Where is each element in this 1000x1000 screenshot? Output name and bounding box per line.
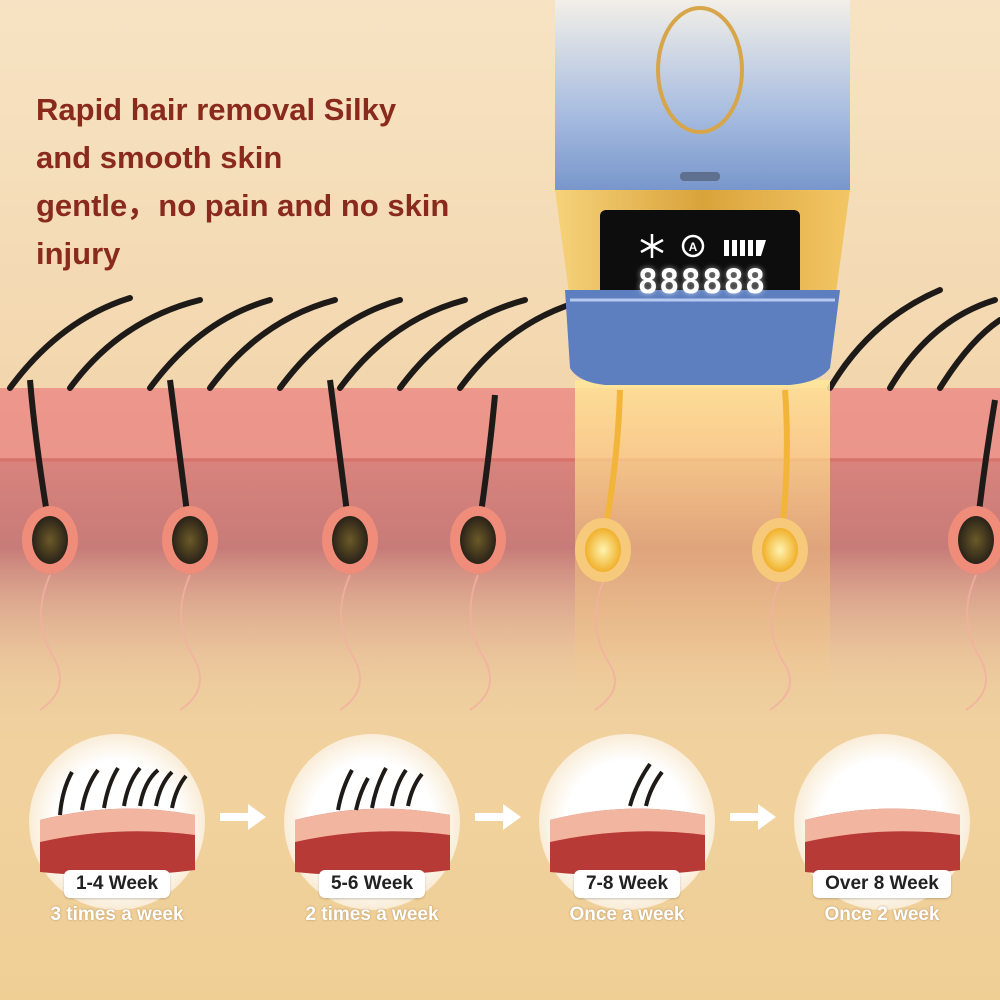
stage-period-badge: 5-6 Week [318, 870, 426, 898]
skin-surface [0, 388, 1000, 458]
stage-3: 7-8 Week Once a week [537, 752, 717, 926]
device-button-oval [656, 6, 744, 134]
surface-hairs [7, 287, 1000, 391]
stage-3-illustration [539, 734, 715, 910]
headline-line-1: Rapid hair removal Silky [36, 92, 397, 127]
stage-4: Over 8 Week Once 2 week [792, 752, 972, 926]
stage-frequency: 2 times a week [305, 904, 439, 925]
stage-1: 1-4 Week 3 times a week [27, 752, 207, 926]
headline-line-2: and smooth skin [36, 140, 283, 175]
stage-frequency: 3 times a week [50, 904, 184, 925]
nerve-lines [39, 574, 987, 711]
stage-frequency: Once a week [569, 904, 685, 925]
snowflake-icon [640, 234, 664, 258]
svg-text:A: A [689, 240, 698, 254]
headline-line-4: injury [36, 236, 121, 271]
stage-2-illustration [284, 734, 460, 910]
stage-period-badge: 1-4 Week [63, 870, 171, 898]
stage-period-badge: 7-8 Week [573, 870, 681, 898]
headline-line-3: gentle，no pain and no skin [36, 188, 450, 223]
hair-follicles [22, 379, 1000, 582]
headline: Rapid hair removal Silky and smooth skin… [36, 86, 556, 278]
ipl-device [555, 0, 850, 385]
progress-illustrations [29, 734, 970, 910]
arrow-right-icon [220, 804, 266, 830]
arrow-right-icon [730, 804, 776, 830]
auto-mode-icon: A [681, 234, 705, 258]
device-indicator-slot [680, 172, 720, 181]
energy-level-icon [724, 240, 766, 256]
stage-2: 5-6 Week 2 times a week [282, 752, 462, 926]
stage-4-illustration [794, 734, 970, 910]
stage-frequency: Once 2 week [824, 904, 940, 925]
stage-1-illustration [29, 734, 205, 910]
light-beam [575, 380, 830, 700]
arrow-right-icon [475, 804, 521, 830]
device-display-panel [600, 210, 800, 302]
device-digit-display: 888888 [637, 262, 767, 302]
stage-period-badge: Over 8 Week [813, 870, 951, 898]
